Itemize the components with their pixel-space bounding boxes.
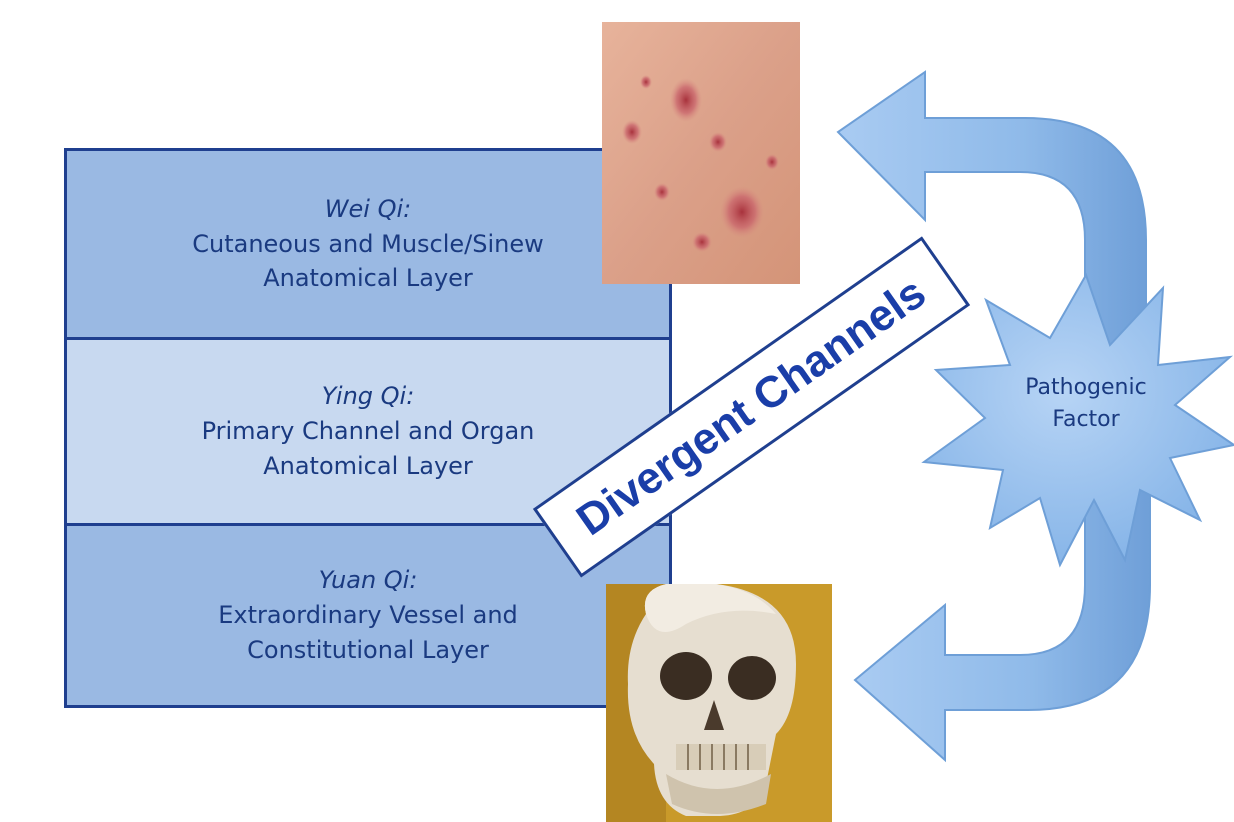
pathogenic-factor-label: Pathogenic Factor [986, 372, 1186, 436]
skull-photo [606, 584, 832, 822]
pathogenic-factor-line: Factor [986, 404, 1186, 436]
skin-lesion-photo [602, 22, 800, 284]
pathogenic-factor-line: Pathogenic [986, 372, 1186, 404]
